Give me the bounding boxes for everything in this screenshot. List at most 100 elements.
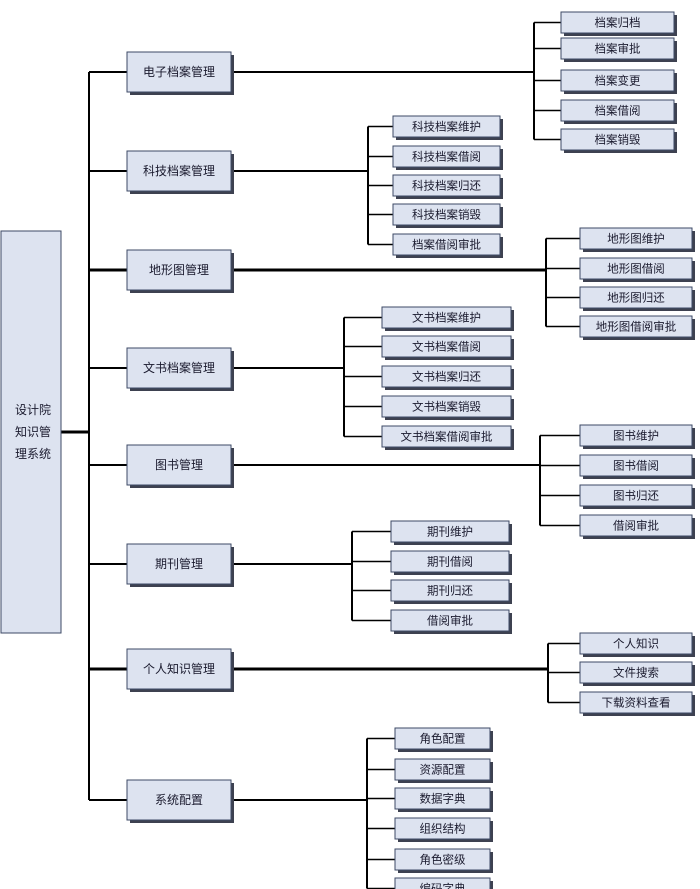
root-label-line: 设计院 <box>15 403 51 417</box>
root-label-line: 理系统 <box>15 447 51 461</box>
child-label: 科技档案借阅 <box>412 150 481 164</box>
child-box[interactable] <box>390 609 510 632</box>
module-label: 科技档案管理 <box>143 163 215 178</box>
child-node: 文书档案归还 <box>381 365 514 390</box>
child-node: 文书档案借阅 <box>381 335 514 360</box>
child-box[interactable] <box>392 145 501 168</box>
child-label: 档案借阅 <box>595 104 641 118</box>
child-box[interactable] <box>394 787 491 810</box>
child-node: 数据字典 <box>394 787 493 812</box>
root-box[interactable] <box>0 230 62 634</box>
module-label: 电子档案管理 <box>143 64 215 79</box>
child-box[interactable] <box>579 454 693 477</box>
child-node: 组织结构 <box>394 817 493 842</box>
child-label: 科技档案销毁 <box>412 208 481 222</box>
child-node: 借阅审批 <box>579 514 695 539</box>
child-node: 档案借阅审批 <box>392 233 503 258</box>
module-4: 图书管理 <box>126 444 234 488</box>
module-box[interactable] <box>126 648 232 690</box>
child-box[interactable] <box>390 579 510 602</box>
child-box[interactable] <box>394 727 491 750</box>
child-box[interactable] <box>390 520 510 543</box>
child-box[interactable] <box>381 306 512 329</box>
module-6: 个人知识管理 <box>126 648 234 692</box>
child-box[interactable] <box>560 11 675 34</box>
child-node: 下载资料查看 <box>579 691 695 716</box>
child-node: 期刊维护 <box>390 520 512 545</box>
module-7: 系统配置 <box>126 779 234 823</box>
child-node: 档案借阅 <box>560 99 677 124</box>
child-box[interactable] <box>392 115 501 138</box>
child-label: 地形图借阅审批 <box>596 320 677 334</box>
child-box[interactable] <box>392 233 501 256</box>
child-label: 图书维护 <box>613 429 659 443</box>
child-node: 图书归还 <box>579 484 695 509</box>
child-box[interactable] <box>579 424 693 447</box>
child-node: 档案归档 <box>560 11 677 36</box>
module-label: 期刊管理 <box>155 556 203 571</box>
root-label-line: 知识管 <box>15 424 51 439</box>
child-label: 借阅审批 <box>427 614 473 628</box>
child-label: 地形图归还 <box>607 291 665 305</box>
child-node: 档案变更 <box>560 69 677 94</box>
child-box[interactable] <box>392 174 501 197</box>
child-box[interactable] <box>560 69 675 92</box>
child-box[interactable] <box>560 128 675 151</box>
child-box[interactable] <box>381 335 512 358</box>
child-box[interactable] <box>579 286 693 309</box>
child-label: 档案审批 <box>595 42 641 56</box>
child-box[interactable] <box>579 227 693 250</box>
child-label: 图书借阅 <box>613 459 659 473</box>
child-node: 地形图借阅审批 <box>579 315 695 340</box>
child-node: 图书借阅 <box>579 454 695 479</box>
child-box[interactable] <box>579 691 693 714</box>
child-label: 下载资料查看 <box>602 696 671 710</box>
child-box[interactable] <box>394 848 491 871</box>
child-label: 图书归还 <box>613 489 659 503</box>
child-box[interactable] <box>381 425 512 448</box>
child-box[interactable] <box>579 632 693 655</box>
child-label: 期刊归还 <box>427 584 473 598</box>
module-box[interactable] <box>126 249 232 291</box>
child-box[interactable] <box>579 315 693 338</box>
child-box[interactable] <box>394 817 491 840</box>
child-label: 档案销毁 <box>595 133 641 147</box>
module-box[interactable] <box>126 444 232 486</box>
module-box[interactable] <box>126 347 232 389</box>
child-node: 文书档案销毁 <box>381 395 514 420</box>
child-label: 文书档案维护 <box>412 311 481 325</box>
child-node: 文书档案维护 <box>381 306 514 331</box>
child-node: 文件搜索 <box>579 661 695 686</box>
child-box[interactable] <box>560 37 675 60</box>
child-box[interactable] <box>560 99 675 122</box>
child-node: 科技档案归还 <box>392 174 503 199</box>
connectors <box>61 21 580 889</box>
child-box[interactable] <box>381 365 512 388</box>
child-node: 资源配置 <box>394 758 493 783</box>
child-box[interactable] <box>579 661 693 684</box>
child-label: 档案借阅审批 <box>412 238 481 252</box>
child-label: 科技档案维护 <box>412 120 481 134</box>
module-5: 期刊管理 <box>126 543 234 587</box>
module-box[interactable] <box>126 543 232 585</box>
child-label: 地形图维护 <box>607 232 665 246</box>
child-label: 文书档案销毁 <box>412 400 481 414</box>
child-box[interactable] <box>394 758 491 781</box>
child-box[interactable] <box>392 203 501 226</box>
child-box[interactable] <box>579 257 693 280</box>
module-box[interactable] <box>126 150 232 192</box>
child-box[interactable] <box>579 484 693 507</box>
child-label: 数据字典 <box>420 792 466 806</box>
child-box[interactable] <box>390 550 510 573</box>
child-box[interactable] <box>579 514 693 537</box>
child-label: 个人知识 <box>613 637 659 651</box>
module-0: 电子档案管理 <box>126 51 234 95</box>
child-label: 档案变更 <box>595 74 641 88</box>
module-box[interactable] <box>126 779 232 821</box>
child-node: 地形图归还 <box>579 286 695 311</box>
child-node: 地形图维护 <box>579 227 695 252</box>
child-box[interactable] <box>381 395 512 418</box>
child-node: 档案销毁 <box>560 128 677 153</box>
module-box[interactable] <box>126 51 232 93</box>
